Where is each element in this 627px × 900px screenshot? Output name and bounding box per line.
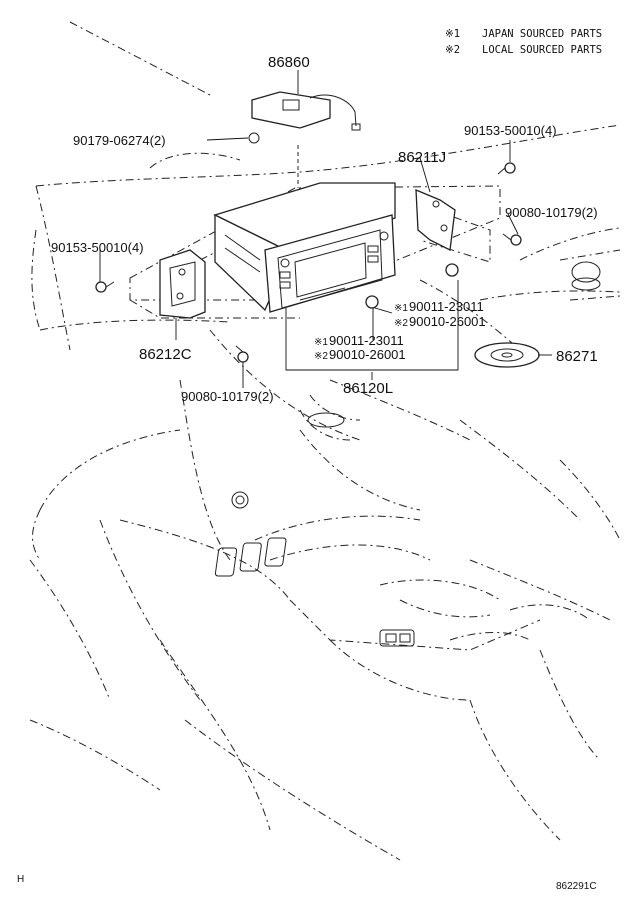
screw-upper-num-2: 90010-26001	[409, 314, 486, 329]
label-90080-10179-right: 90080-10179(2)	[505, 205, 598, 220]
legend: ※1 JAPAN SOURCED PARTS ※2 LOCAL SOURCED …	[445, 28, 602, 56]
screw-upper-mark-1: ※1	[394, 303, 408, 314]
label-86860: 86860	[268, 54, 310, 71]
screw-lower-mark-1: ※1	[314, 337, 328, 348]
screw-lower-num-1: 90011-23011	[329, 333, 404, 348]
legend-text-1: JAPAN SOURCED PARTS	[482, 28, 602, 40]
screw-upper-mark-2: ※2	[394, 318, 408, 329]
bracket-86212c	[159, 249, 206, 319]
part-labels: 86860 90179-06274(2) 90153-50010(4) 8621…	[51, 54, 598, 404]
audio-unit	[213, 182, 396, 313]
label-90153-50010-right: 90153-50010(4)	[464, 123, 557, 138]
label-86120l: 86120L	[343, 380, 393, 397]
footer-figure-id: 862291C	[556, 881, 597, 892]
label-90179-06274: 90179-06274(2)	[73, 133, 166, 148]
legend-mark-2: ※2	[445, 44, 460, 56]
disc-86271	[474, 342, 540, 368]
dashboard-outline	[29, 21, 621, 861]
legend-mark-1: ※1	[445, 28, 460, 40]
footer-left-code: H	[17, 874, 24, 885]
label-86212c: 86212C	[139, 346, 192, 363]
bracket-86860	[248, 91, 361, 144]
bracket-86211j	[415, 189, 456, 251]
legend-text-2: LOCAL SOURCED PARTS	[482, 44, 602, 56]
label-86211j: 86211J	[398, 149, 446, 166]
label-86271: 86271	[556, 348, 598, 365]
screw-lower-mark-2: ※2	[314, 351, 328, 362]
console-slots	[214, 261, 601, 647]
leader-lines	[99, 70, 552, 388]
screw-upper-num-1: 90011-23011	[409, 299, 484, 314]
label-90080-10179-left: 90080-10179(2)	[181, 389, 274, 404]
screw-lower-num-2: 90010-26001	[329, 347, 406, 362]
label-90153-50010-left: 90153-50010(4)	[51, 240, 144, 255]
footer: H 862291C	[17, 874, 597, 892]
